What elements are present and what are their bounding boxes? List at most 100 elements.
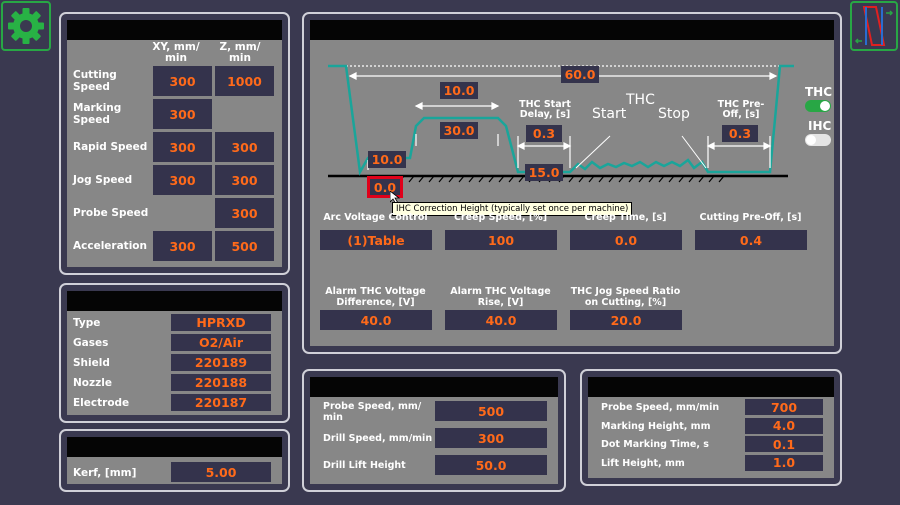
- param-label: THC Jog Speed Ratio on Cutting, [%]: [570, 286, 681, 308]
- speed-row-label: Jog Speed: [73, 174, 133, 186]
- consumable-label: Nozzle: [73, 377, 112, 389]
- drill-input[interactable]: 50.0: [435, 455, 547, 475]
- marking-label: Dot Marking Time, s: [601, 439, 709, 450]
- speed-z-input[interactable]: 300: [215, 132, 274, 162]
- thc-toggle-knob: [820, 101, 830, 111]
- ihc-toggle-knob: [806, 135, 816, 145]
- param-input[interactable]: 0.4: [695, 230, 807, 250]
- param-label: Cutting Pre-Off, [s]: [699, 212, 802, 223]
- flip-view-button[interactable]: [850, 1, 898, 51]
- drill-header: [310, 377, 558, 397]
- param-input[interactable]: 20.0: [570, 310, 682, 330]
- drill-label: Drill Speed, mm/min: [323, 433, 433, 444]
- kerf-input[interactable]: 5.00: [171, 462, 271, 482]
- pierce-height-value[interactable]: 10.0: [368, 151, 406, 168]
- speed-z-input[interactable]: 300: [215, 198, 274, 228]
- speed-xy-input[interactable]: 300: [153, 231, 212, 261]
- consumables-header: [67, 291, 282, 311]
- thc-toggle[interactable]: [805, 100, 831, 112]
- consumable-label: Shield: [73, 357, 110, 369]
- consumable-value[interactable]: O2/Air: [171, 334, 271, 351]
- speed-row-label: Rapid Speed: [73, 141, 148, 153]
- kerf-body: Kerf, [mm] 5.00: [67, 457, 282, 484]
- marking-input[interactable]: 700: [745, 399, 823, 415]
- ihc-tooltip: IHC Correction Height (typically set onc…: [392, 202, 633, 216]
- kerf-panel: Kerf, [mm] 5.00: [59, 429, 290, 492]
- param-input[interactable]: (1)Table: [320, 230, 432, 250]
- thc-body: 60.0 10.0 30.0 10.0 15.0 0.0 THC Start D…: [310, 40, 834, 346]
- thc-start-delay-value[interactable]: 0.3: [526, 125, 562, 142]
- ihc-toggle[interactable]: [805, 134, 831, 146]
- thc-diagram-label: THC: [626, 92, 655, 108]
- marking-header: [588, 377, 834, 397]
- marking-input[interactable]: 1.0: [745, 454, 823, 471]
- speed-z-input[interactable]: 300: [215, 165, 274, 195]
- speed-xy-input[interactable]: 300: [153, 99, 212, 129]
- speed-z-input[interactable]: 500: [215, 231, 274, 261]
- marking-input[interactable]: 0.1: [745, 436, 823, 452]
- param-label: Arc Voltage Control: [323, 212, 428, 223]
- speed-z-input[interactable]: 1000: [215, 66, 274, 96]
- param-label: Alarm THC Voltage Difference, [V]: [325, 286, 426, 308]
- drill-input[interactable]: 500: [435, 401, 547, 421]
- start-pointer: [575, 135, 611, 169]
- thc-toggle-label: THC: [805, 85, 833, 99]
- thc-preoff-label: THC Pre- Off, [s]: [717, 99, 765, 120]
- speed-xy-input[interactable]: 300: [153, 66, 212, 96]
- param-input[interactable]: 0.0: [570, 230, 682, 250]
- col-header-xy: XY, mm/ min: [152, 41, 200, 64]
- speed-xy-input[interactable]: 300: [153, 165, 212, 195]
- thc-start-delay-label: THC Start Delay, [s]: [519, 99, 571, 120]
- speed-xy-input[interactable]: 300: [153, 132, 212, 162]
- consumable-value[interactable]: 220187: [171, 394, 271, 411]
- drill-input[interactable]: 300: [435, 428, 547, 448]
- total-height-value[interactable]: 60.0: [561, 66, 599, 83]
- marking-input[interactable]: 4.0: [745, 417, 823, 434]
- thc-header: [310, 20, 834, 40]
- param-input[interactable]: 40.0: [320, 310, 432, 330]
- workpiece-hatch: [398, 175, 725, 183]
- speed-row-label: Cutting Speed: [73, 69, 117, 93]
- settings-button[interactable]: [1, 1, 51, 51]
- speed-row-label: Acceleration: [73, 240, 147, 252]
- gear-icon: [8, 8, 44, 44]
- speed-row-label: Probe Speed: [73, 207, 149, 219]
- col-header-z: Z, mm/ min: [219, 41, 261, 64]
- thc-panel: 60.0 10.0 30.0 10.0 15.0 0.0 THC Start D…: [302, 12, 842, 354]
- consumable-value[interactable]: 220188: [171, 374, 271, 391]
- marking-label: Lift Height, mm: [601, 457, 685, 469]
- param-label: Alarm THC Voltage Rise, [V]: [450, 286, 551, 308]
- consumable-label: Electrode: [73, 397, 130, 409]
- thc-preoff-value[interactable]: 0.3: [722, 125, 758, 142]
- marking-label: Probe Speed, mm/min: [601, 402, 720, 413]
- drill-label: Drill Lift Height: [323, 460, 406, 471]
- thc-cut-height-value[interactable]: 15.0: [525, 164, 563, 181]
- ihc-correction-input[interactable]: 0.0: [367, 176, 403, 198]
- param-input[interactable]: 40.0: [445, 310, 557, 330]
- pierce-delay-value[interactable]: 10.0: [440, 82, 478, 99]
- consumable-value[interactable]: 220189: [171, 354, 271, 371]
- kerf-label: Kerf, [mm]: [73, 467, 137, 479]
- consumable-value[interactable]: HPRXD: [171, 314, 271, 331]
- speeds-header: [67, 20, 282, 40]
- start-label: Start: [592, 106, 627, 122]
- param-label: Creep Speed, [%]: [453, 212, 548, 223]
- cut-height-value[interactable]: 30.0: [440, 122, 478, 139]
- param-label: Creep Time, [s]: [584, 212, 667, 223]
- kerf-header: [67, 437, 282, 457]
- torch-path: [328, 64, 794, 176]
- consumable-label: Gases: [73, 337, 109, 349]
- consumable-label: Type: [73, 317, 101, 329]
- marking-label: Marking Height, mm: [601, 420, 711, 432]
- param-input[interactable]: 100: [445, 230, 557, 250]
- drill-label: Probe Speed, mm/ min: [323, 401, 422, 423]
- stop-label: Stop: [658, 106, 690, 122]
